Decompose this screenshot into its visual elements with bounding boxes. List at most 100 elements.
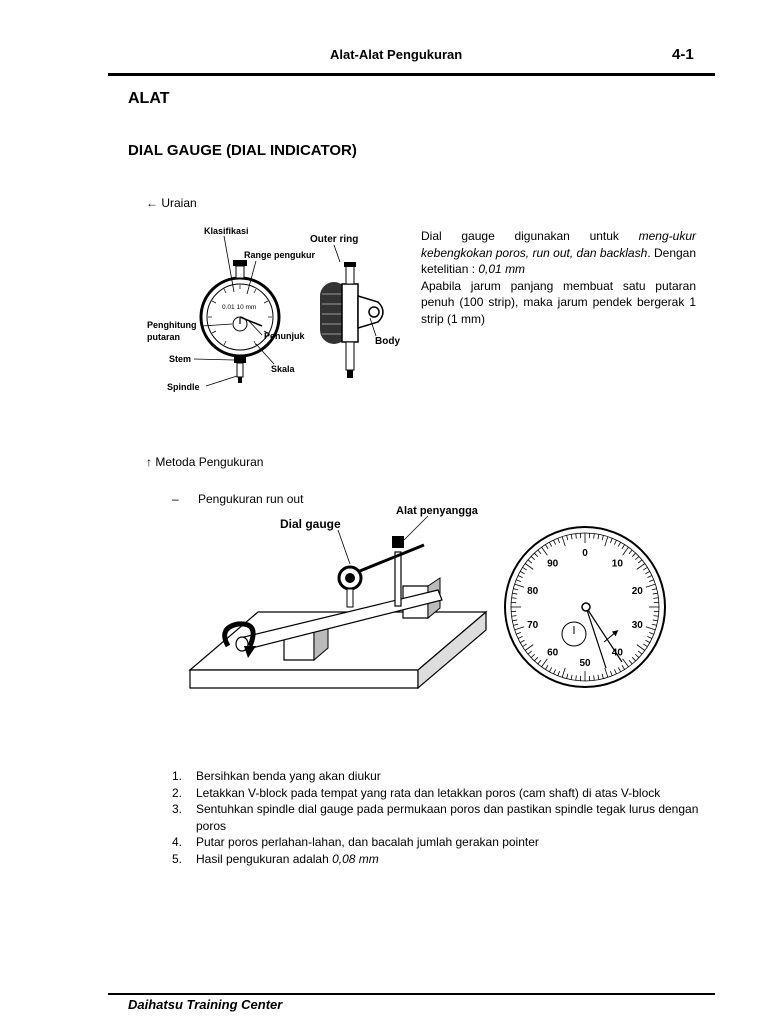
run-out-setup-figure: Dial gauge Alat penyangga (188, 505, 488, 690)
label-alat-penyangga: Alat penyangga (396, 505, 479, 517)
dial-tick (636, 563, 646, 570)
dial-tick (575, 533, 577, 539)
dial-tick (645, 570, 651, 575)
section-uraian: ← Uraian (146, 196, 197, 210)
dial-tick (575, 675, 577, 681)
dial-tick (622, 658, 629, 668)
dial-tick (537, 659, 542, 665)
dial-tick (593, 675, 595, 681)
description-paragraph: Dial gauge digunakan untuk meng-ukur keb… (421, 228, 696, 327)
dial-tick (647, 575, 653, 578)
dial-tick (570, 674, 573, 680)
dial-tick (557, 538, 560, 543)
dial-tick (604, 667, 609, 678)
footer-text: Daihatsu Training Center (128, 997, 283, 1012)
dial-tick (651, 588, 657, 591)
dial-tick (527, 650, 533, 655)
dial-tick (651, 623, 657, 626)
description-text-2: . Dengan ketelitian : (421, 245, 697, 277)
dash-marker: – (172, 492, 179, 506)
stand-clamp (392, 536, 404, 548)
dial-tick (553, 669, 556, 675)
dial-tick (652, 592, 658, 595)
list-item: 5.Hasil pengukuran adalah 0,08 mm (172, 851, 379, 866)
dial-tick (635, 653, 640, 658)
dial-tick (653, 615, 659, 617)
dial-tick (645, 639, 651, 644)
subsection-label: Pengukuran run out (198, 492, 304, 506)
dial-number: 10 (612, 559, 624, 570)
footer-rule (108, 993, 715, 995)
dial-tick (635, 556, 640, 561)
dial-number: 30 (632, 620, 644, 631)
dial-face-text: 0.01 10 mm (222, 304, 256, 311)
label-putaran: putaran (147, 332, 180, 342)
list-item: 1.Bersihkan benda yang akan diukur (172, 769, 381, 783)
precision-value: 0,01 mm (478, 262, 526, 276)
heading-main: ALAT (128, 90, 170, 107)
dial-number: 70 (527, 620, 539, 631)
dial-tick (645, 583, 656, 588)
dial-tick (653, 597, 659, 599)
label-body: Body (375, 336, 400, 347)
dial-tick (517, 636, 523, 639)
dial-tick (513, 623, 519, 626)
dial-tick (548, 541, 553, 547)
list-item: 4.Putar poros perlahan-lahan, dan bacala… (172, 835, 539, 849)
dial-tick (530, 556, 535, 561)
dial-number: 20 (632, 586, 644, 597)
dial-tick (649, 632, 654, 635)
dial-tick (519, 639, 525, 644)
dial-tick (541, 658, 548, 668)
subsection-run-out: – Pengukuran run out (172, 492, 303, 506)
dial-tick (566, 673, 569, 679)
dial-tick (614, 669, 617, 675)
dial-tick (545, 544, 549, 549)
dial-tick (610, 671, 613, 676)
label-penunjuk: Penunjuk (264, 331, 305, 341)
header-rule (108, 73, 715, 76)
label-penghitung: Penghitung (147, 320, 197, 330)
dial-tick (519, 570, 525, 575)
dial-ticks (208, 285, 272, 346)
dial-tick (524, 563, 534, 570)
description-text-3: Apabila jarum panjang membuat satu putar… (421, 278, 696, 326)
label-stem: Stem (169, 354, 191, 364)
label-range-pengukur: Range pengukur (244, 250, 316, 260)
description-emphasis: meng-ukur kebengkokan poros, run out, da… (421, 229, 696, 260)
dial-tick (597, 674, 600, 680)
dial-tick (643, 567, 648, 571)
dial-tick (652, 619, 658, 622)
dial-tick (622, 546, 629, 556)
dial-tick (631, 552, 636, 557)
stem (234, 356, 246, 363)
steps-list: 1.Bersihkan benda yang akan diukur 2.Let… (172, 768, 712, 867)
dial-tick (601, 673, 604, 679)
heading-sub: DIAL GAUGE (DIAL INDICATOR) (128, 142, 357, 159)
rotation-arrow-icon (222, 621, 256, 648)
dial-tick (517, 575, 523, 578)
dial-tick (566, 535, 569, 541)
dial-tick (614, 539, 617, 545)
dial-tick (628, 659, 633, 665)
dial-tick (514, 626, 525, 631)
dial-tick (512, 592, 518, 595)
dial-tick (561, 536, 566, 547)
dial-number: 50 (579, 658, 591, 669)
label-spindle: Spindle (167, 382, 200, 392)
dial-tick (522, 567, 527, 571)
dial-tick (561, 667, 566, 678)
side-view-body (320, 282, 348, 344)
dial-tick (516, 579, 521, 582)
needle (239, 316, 263, 327)
arrow-up-icon: ↑ (146, 455, 152, 469)
list-item: 2.Letakkan V-block pada tempat yang rata… (172, 785, 661, 800)
page-number: 4-1 (672, 46, 694, 63)
dial-tick (645, 626, 656, 631)
dial-number: 0 (582, 548, 588, 559)
dial-tick (512, 619, 518, 622)
dial-number: 80 (527, 586, 539, 597)
dial-tick (534, 657, 539, 662)
dial-tick (553, 539, 556, 545)
